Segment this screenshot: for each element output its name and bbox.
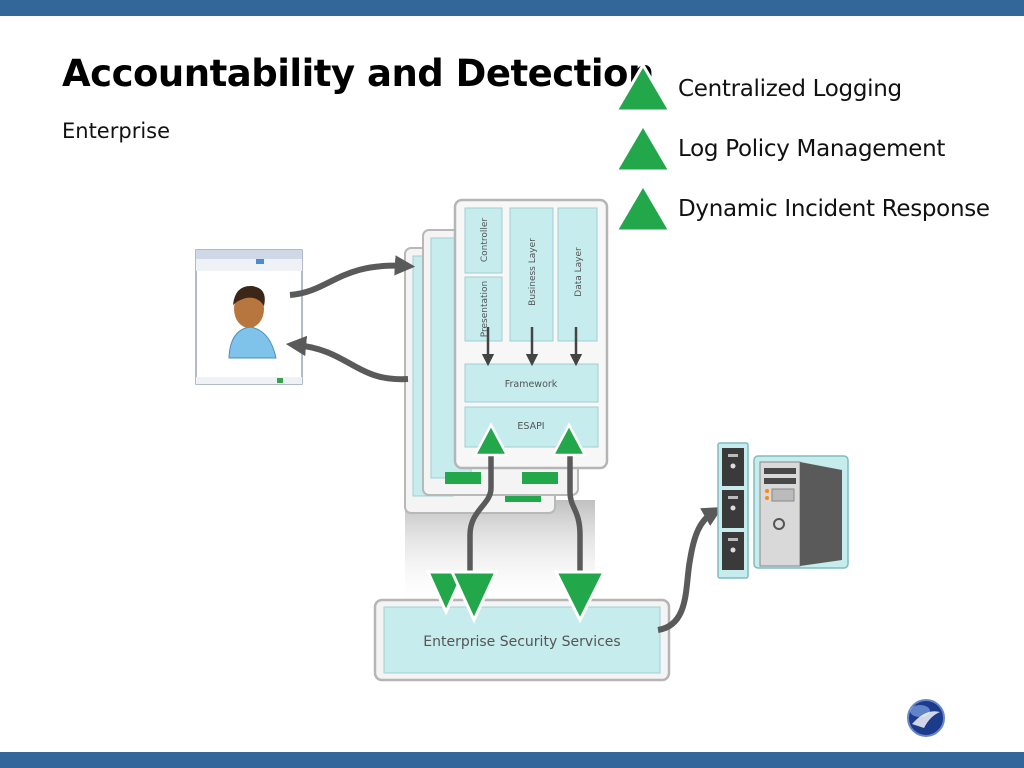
browser-window bbox=[195, 249, 303, 385]
connector-right bbox=[567, 452, 583, 585]
log-forward-arrow-icon bbox=[657, 506, 723, 633]
green-triangle-icon bbox=[613, 182, 673, 233]
logo-orb-icon bbox=[907, 699, 945, 737]
top-band bbox=[0, 0, 1024, 16]
bullet-dynamic-incident-response: Dynamic Incident Response bbox=[612, 182, 1024, 244]
bullet-label: Log Policy Management bbox=[678, 136, 946, 162]
tower-server-icon bbox=[753, 455, 849, 569]
esapi-label: ESAPI bbox=[517, 421, 544, 432]
business-layer-label: Business Layer bbox=[528, 238, 538, 306]
slide-title: Accountability and Detection bbox=[62, 52, 654, 95]
response-arrow-icon bbox=[285, 335, 409, 383]
controller-panel bbox=[464, 207, 503, 274]
green-down-triangle-icon bbox=[449, 570, 499, 624]
enterprise-security-services-box: Enterprise Security Services bbox=[373, 598, 671, 682]
green-down-triangle-icon bbox=[553, 570, 607, 624]
bullet-centralized-logging: Centralized Logging bbox=[612, 62, 1024, 124]
bottom-band bbox=[0, 752, 1024, 768]
business-layer-panel bbox=[509, 207, 554, 342]
user-avatar-icon bbox=[228, 285, 277, 359]
request-arrow-icon bbox=[289, 255, 416, 298]
green-up-triangle-icon bbox=[550, 422, 588, 457]
data-layer-panel bbox=[557, 207, 598, 342]
bullet-log-policy-management: Log Policy Management bbox=[612, 122, 1024, 184]
green-triangle-icon bbox=[613, 122, 673, 173]
presentation-label: Presentation bbox=[480, 281, 490, 338]
green-triangle-icon bbox=[613, 62, 673, 113]
data-layer-label: Data Layer bbox=[574, 247, 584, 297]
framework-label: Framework bbox=[505, 379, 558, 390]
slide-subtitle: Enterprise bbox=[62, 119, 171, 143]
server-rack-icon bbox=[717, 442, 749, 579]
bullet-label: Centralized Logging bbox=[678, 76, 902, 102]
controller-label: Controller bbox=[480, 218, 490, 263]
presentation-panel bbox=[464, 276, 503, 342]
connector-left bbox=[467, 452, 494, 585]
green-up-triangle-icon bbox=[472, 422, 510, 457]
services-label: Enterprise Security Services bbox=[423, 634, 620, 650]
app-card-front: Controller Presentation Business Layer D… bbox=[453, 198, 609, 470]
bullet-label: Dynamic Incident Response bbox=[678, 196, 990, 222]
